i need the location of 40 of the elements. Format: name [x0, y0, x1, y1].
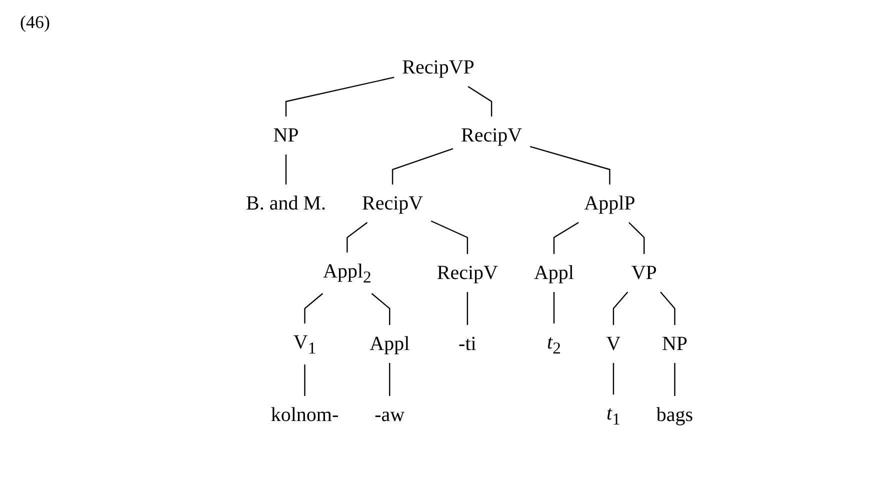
connector — [530, 146, 611, 184]
node-text: Appl — [370, 333, 410, 355]
node-text: Appl$_{2}$ — [323, 260, 372, 286]
connector — [554, 292, 556, 324]
node-text: RecipVP — [402, 56, 475, 78]
connector — [467, 292, 468, 325]
example-number: (46) — [20, 12, 50, 33]
node-text: NP — [274, 124, 300, 146]
connector — [392, 148, 454, 184]
node-text: V$_{1}$ — [294, 332, 317, 358]
node-text: t$_{1}$ — [606, 402, 621, 428]
node-text: NP — [662, 333, 688, 355]
connector — [613, 363, 615, 394]
connector — [304, 364, 306, 396]
node-text: -ti — [458, 333, 477, 355]
connector — [304, 293, 324, 324]
connector — [674, 363, 676, 396]
connector — [660, 292, 676, 325]
connector — [554, 222, 580, 254]
node-text: RecipV — [362, 192, 424, 214]
node-text: VP — [632, 262, 658, 284]
node-text: -aw — [375, 404, 406, 426]
connector — [628, 222, 646, 254]
connector — [613, 292, 629, 325]
node-text: V — [606, 333, 622, 355]
connector — [431, 220, 468, 254]
node-text: RecipV — [437, 262, 498, 284]
connector — [372, 293, 391, 325]
connector — [468, 86, 493, 116]
node-text: B. and M. — [246, 192, 326, 214]
node-text: RecipV — [461, 124, 523, 146]
node-text: kolnom- — [271, 404, 340, 426]
node-text: bags — [656, 404, 694, 426]
node-text: t$_{2}$ — [547, 332, 562, 358]
node-text: ApplP — [584, 192, 636, 214]
connector — [347, 222, 368, 252]
connector — [286, 76, 395, 116]
node-text: Appl — [534, 262, 574, 284]
connector — [286, 154, 288, 184]
connector — [389, 363, 391, 396]
